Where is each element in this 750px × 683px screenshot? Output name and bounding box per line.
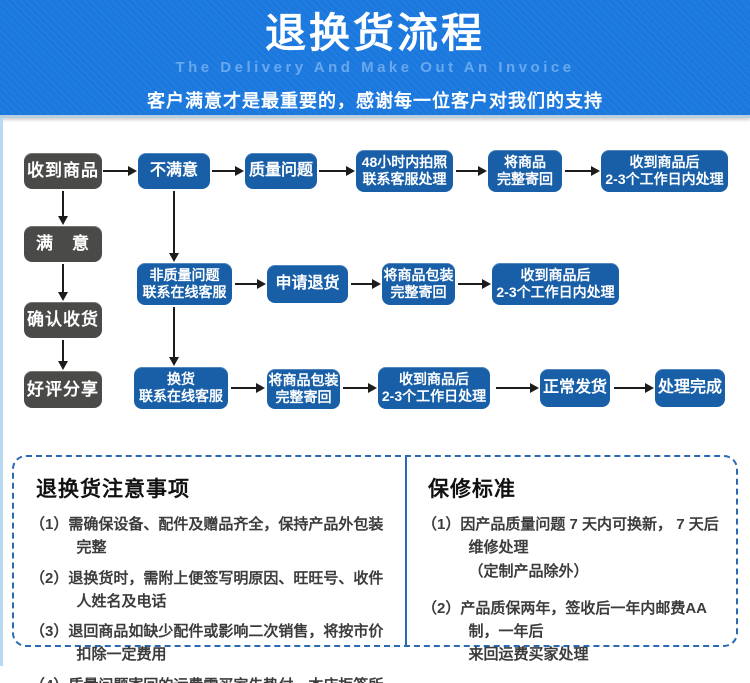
return-note-item: （4）质量问题寄回的运费需买家先垫付，本店拒签所有到付件， 非质量问题运费由买家…: [30, 674, 390, 683]
flow-node-non-quality: 非质量问题 联系在线客服: [137, 263, 232, 305]
warranty-title: 保修标准: [428, 478, 516, 501]
flow-node-satisfied: 满 意: [24, 226, 102, 262]
return-note-item: （3）退回商品如缺少配件或影响二次销售，将按市价扣除一定费用: [30, 623, 384, 664]
flow-node-confirm-receipt: 确认收货: [24, 302, 102, 338]
page-subtitle-english: The Delivery And Make Out An Invoice: [175, 59, 575, 77]
return-notes-section: 退换货注意事项 （1）需确保设备、配件及赠品齐全，保持产品外包装完整 （2）退换…: [30, 469, 390, 683]
panel-divider: [405, 457, 407, 645]
flow-arrow: [343, 383, 377, 393]
return-note-item: （1）需确保设备、配件及赠品齐全，保持产品外包装完整: [30, 516, 384, 557]
flow-arrow: [351, 279, 381, 289]
flow-node-normal-ship: 正常发货: [540, 369, 610, 407]
flow-node-return-intact: 将商品 完整寄回: [488, 150, 562, 192]
flow-node-process-row1: 收到商品后 2-3个工作日内处理: [601, 150, 728, 192]
flow-node-unsatisfied: 不满意: [138, 153, 210, 189]
flow-arrow: [58, 191, 68, 225]
flow-arrow: [103, 166, 137, 176]
flow-node-process-row2: 收到商品后 2-3个工作日内处理: [492, 263, 619, 305]
flow-arrow: [235, 279, 266, 289]
flow-node-pack-return-row3: 将商品包装 完整寄回: [267, 369, 340, 409]
flow-arrow: [614, 383, 654, 393]
flow-node-praise-share: 好评分享: [24, 371, 102, 408]
flow-arrow: [212, 166, 244, 176]
header-banner: 退换货流程 The Delivery And Make Out An Invoi…: [0, 0, 750, 118]
flow-node-process-row3: 收到商品后 2-3个工作日处理: [378, 367, 490, 409]
notes-panel: 退换货注意事项 （1）需确保设备、配件及赠品齐全，保持产品外包装完整 （2）退换…: [12, 455, 738, 683]
flow-node-apply-return: 申请退货: [267, 265, 348, 303]
flow-arrow: [58, 264, 68, 301]
warranty-item: （1）因产品质量问题 7 天内可换新， 7 天后维修处理 （定制产品除外）: [422, 516, 719, 580]
page-title: 退换货流程: [265, 10, 485, 56]
flow-arrow: [458, 279, 491, 289]
left-edge-strip: [0, 118, 3, 666]
flow-node-complete: 处理完成: [655, 369, 725, 407]
flow-node-receive: 收到商品: [24, 153, 102, 189]
flow-arrow: [319, 166, 355, 176]
warranty-section: 保修标准 （1）因产品质量问题 7 天内可换新， 7 天后维修处理 （定制产品除…: [422, 469, 722, 681]
flow-arrow: [58, 340, 68, 370]
return-notes-title: 退换货注意事项: [36, 478, 190, 501]
flow-node-quality-issue: 质量问题: [245, 153, 317, 189]
flow-arrow: [565, 166, 600, 176]
flow-arrow: [456, 166, 487, 176]
flow-arrow: [169, 191, 179, 262]
flow-arrow: [169, 307, 179, 366]
flow-node-photo-48h: 48小时内拍照 联系客服处理: [356, 150, 453, 192]
flow-arrow: [231, 383, 265, 393]
return-note-item: （2）退换货时，需附上便签写明原因、旺旺号、收件人姓名及电话: [30, 569, 384, 610]
flow-node-pack-return-row2: 将商品包装 完整寄回: [382, 263, 455, 305]
flow-node-exchange: 换货 联系在线客服: [134, 367, 228, 409]
header-tagline: 客户满意才是最重要的，感谢每一位客户对我们的支持: [147, 91, 603, 112]
warranty-item: （2）产品质保两年，签收后一年内邮费AA制，一年后 来回运费买家处理: [422, 599, 708, 664]
flow-arrow: [496, 383, 539, 393]
